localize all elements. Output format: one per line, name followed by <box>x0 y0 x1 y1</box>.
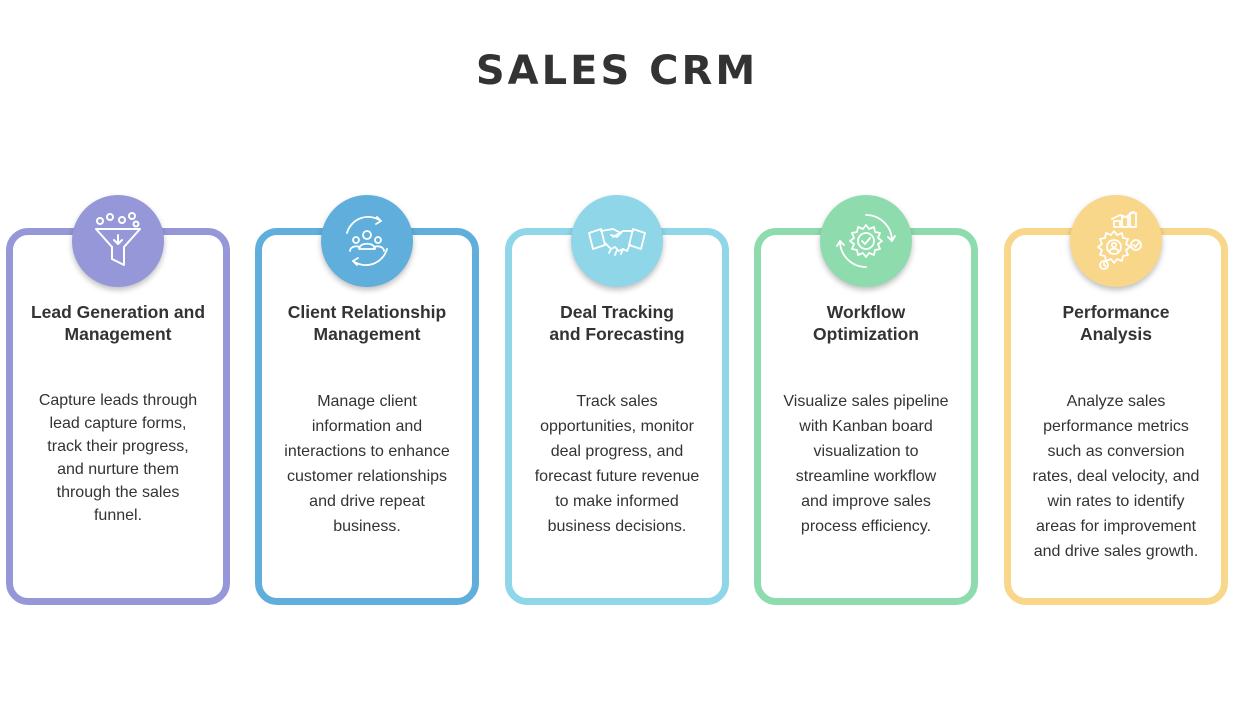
card-client-relationship: Client Relationship Management Manage cl… <box>255 195 479 605</box>
card-description-line: Manage client <box>317 393 417 410</box>
card-description: Visualize sales pipeline with Kanban boa… <box>761 389 971 539</box>
card-title-line: Deal Tracking <box>560 302 674 322</box>
performance-gear-icon <box>1070 195 1162 287</box>
card-description-line: performance metrics <box>1043 418 1189 435</box>
card-performance-analysis: Performance Analysis Analyze sales perfo… <box>1004 195 1228 605</box>
card-title: Deal Tracking and Forecasting <box>512 301 722 345</box>
card-description-line: win rates to identify <box>1047 493 1185 510</box>
card-description-line: rates, deal velocity, and <box>1032 468 1200 485</box>
card-description-line: opportunities, monitor <box>540 418 694 435</box>
card-description-line: such as conversion <box>1047 443 1185 460</box>
card-description-line: and drive sales growth. <box>1033 543 1199 560</box>
card-lead-generation: Lead Generation and Management Capture l… <box>6 195 230 605</box>
card-title: Client Relationship Management <box>262 301 472 345</box>
card-description-line: with Kanban board <box>799 418 933 435</box>
card-description-line: Analyze sales <box>1066 393 1166 410</box>
card-description: Track sales opportunities, monitor deal … <box>512 389 722 539</box>
card-description-line: areas for improvement <box>1035 518 1197 535</box>
people-cycle-icon <box>321 195 413 287</box>
card-description-line: streamline workflow <box>795 468 937 485</box>
card-title-line: Management <box>313 324 421 344</box>
card-description-line: track their progress, <box>47 438 189 455</box>
card-description-line: to make informed <box>555 493 679 510</box>
card-title-line: Workflow <box>826 302 906 322</box>
card-description-line: funnel. <box>93 507 143 524</box>
card-title-line: Client Relationship <box>287 302 447 322</box>
card-description-line: through the sales <box>56 484 180 501</box>
card-deal-tracking: Deal Tracking and Forecasting Track sale… <box>505 195 729 605</box>
card-description-line: Visualize sales pipeline <box>783 393 949 410</box>
card-title: Workflow Optimization <box>761 301 971 345</box>
card-description-line: deal progress, and <box>550 443 684 460</box>
card-title-line: Lead Generation and <box>30 302 206 322</box>
card-workflow-optimization: Workflow Optimization Visualize sales pi… <box>754 195 978 605</box>
card-description-line: Capture leads through <box>38 392 198 409</box>
card-description-line: interactions to enhance <box>284 443 450 460</box>
card-description: Analyze sales performance metrics such a… <box>1011 389 1221 564</box>
page-title: SALES CRM <box>475 48 759 94</box>
funnel-icon <box>72 195 164 287</box>
card-title-line: Performance <box>1062 302 1170 322</box>
card-title: Lead Generation and Management <box>13 301 223 345</box>
card-description-line: Track sales <box>576 393 658 410</box>
card-description-line: business decisions. <box>547 518 687 535</box>
card-title-line: Analysis <box>1080 324 1152 344</box>
card-description-line: business. <box>333 518 401 535</box>
card-description-line: and nurture them <box>57 461 179 478</box>
card-description: Manage client information and interactio… <box>262 389 472 539</box>
card-description-line: and improve sales <box>801 493 931 510</box>
card-title-line: and Forecasting <box>549 324 685 344</box>
card-description: Capture leads through lead capture forms… <box>13 389 223 527</box>
card-description-line: information and <box>311 418 423 435</box>
card-title: Performance Analysis <box>1011 301 1221 345</box>
card-title-line: Management <box>64 324 172 344</box>
card-description-line: forecast future revenue <box>534 468 700 485</box>
handshake-icon <box>571 195 663 287</box>
card-description-line: customer relationships <box>286 468 448 485</box>
card-description-line: visualization to <box>813 443 919 460</box>
gear-check-icon <box>820 195 912 287</box>
card-description-line: process efficiency. <box>800 518 932 535</box>
card-title-line: Optimization <box>813 324 919 344</box>
card-description-line: lead capture forms, <box>49 415 187 432</box>
card-description-line: and drive repeat <box>309 493 425 510</box>
